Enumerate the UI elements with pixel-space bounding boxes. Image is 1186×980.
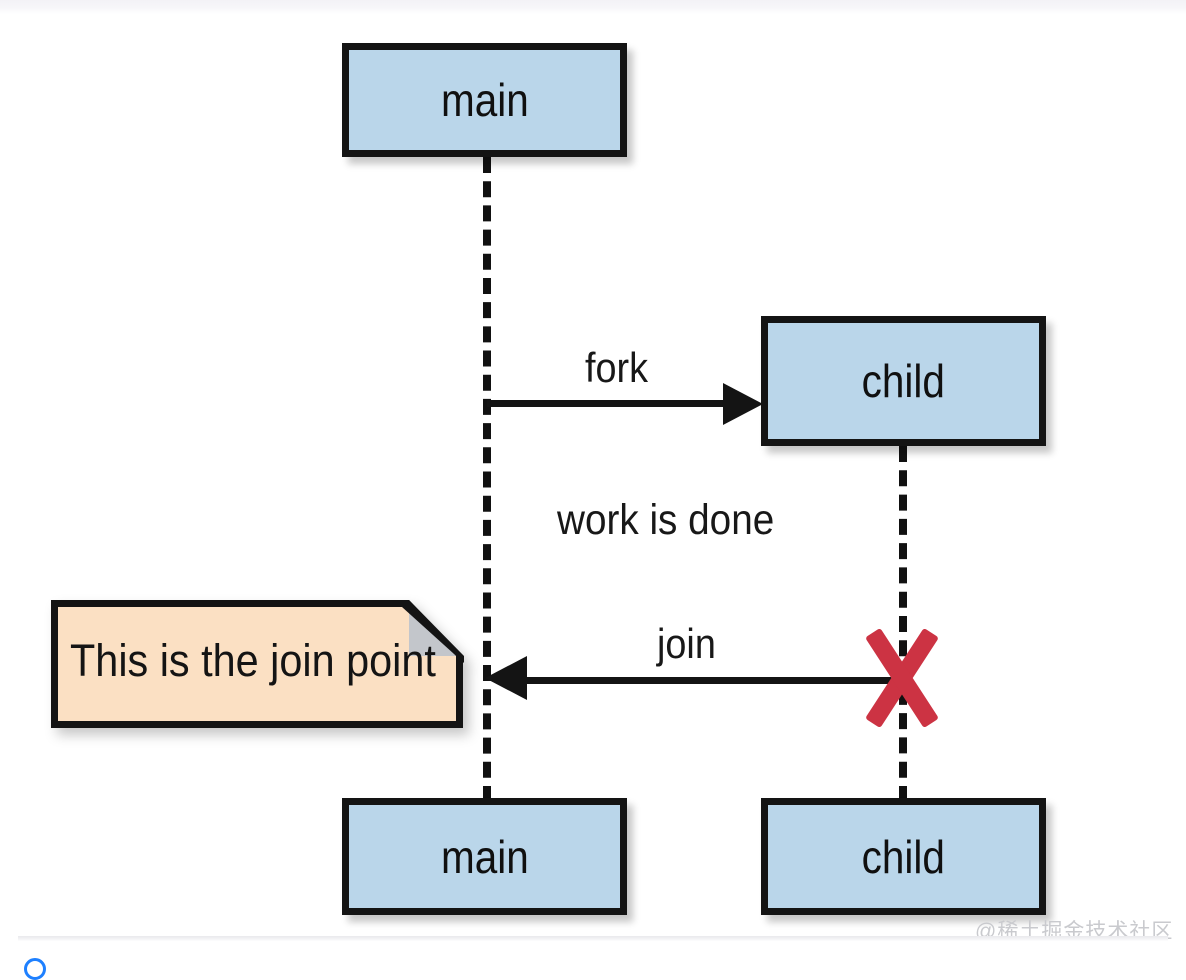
fork-arrowhead-icon	[723, 383, 763, 425]
node-child-top-label: child	[861, 355, 946, 407]
bottom-divider	[18, 936, 1168, 941]
diagram-canvas: main child fork work is done join This i…	[0, 14, 1186, 943]
below-fold-area	[0, 941, 1186, 968]
node-main-bottom[interactable]: main	[342, 798, 627, 915]
join-label: join	[657, 620, 716, 667]
node-child-top[interactable]: child	[761, 316, 1046, 446]
join-arrow-line	[520, 677, 902, 684]
lifeline-child	[899, 446, 907, 802]
fork-arrow-line	[487, 400, 731, 407]
lifeline-main	[483, 157, 491, 802]
node-main-top[interactable]: main	[342, 43, 627, 157]
top-edge-band	[0, 0, 1186, 14]
node-main-top-label: main	[440, 74, 529, 126]
node-main-bottom-label: main	[440, 830, 529, 883]
join-point-note[interactable]: This is the join point	[51, 600, 464, 728]
node-child-bottom[interactable]: child	[761, 798, 1046, 915]
loading-spinner-icon	[24, 958, 46, 980]
note-text: This is the join point	[70, 635, 436, 686]
join-arrowhead-icon	[485, 656, 527, 700]
node-child-bottom-label: child	[861, 830, 946, 883]
work-is-done-label: work is done	[557, 496, 775, 544]
fork-label: fork	[585, 344, 649, 391]
note-fill	[58, 607, 456, 721]
fork-arrow-origin-stub	[487, 400, 494, 407]
termination-x-icon	[860, 624, 944, 732]
